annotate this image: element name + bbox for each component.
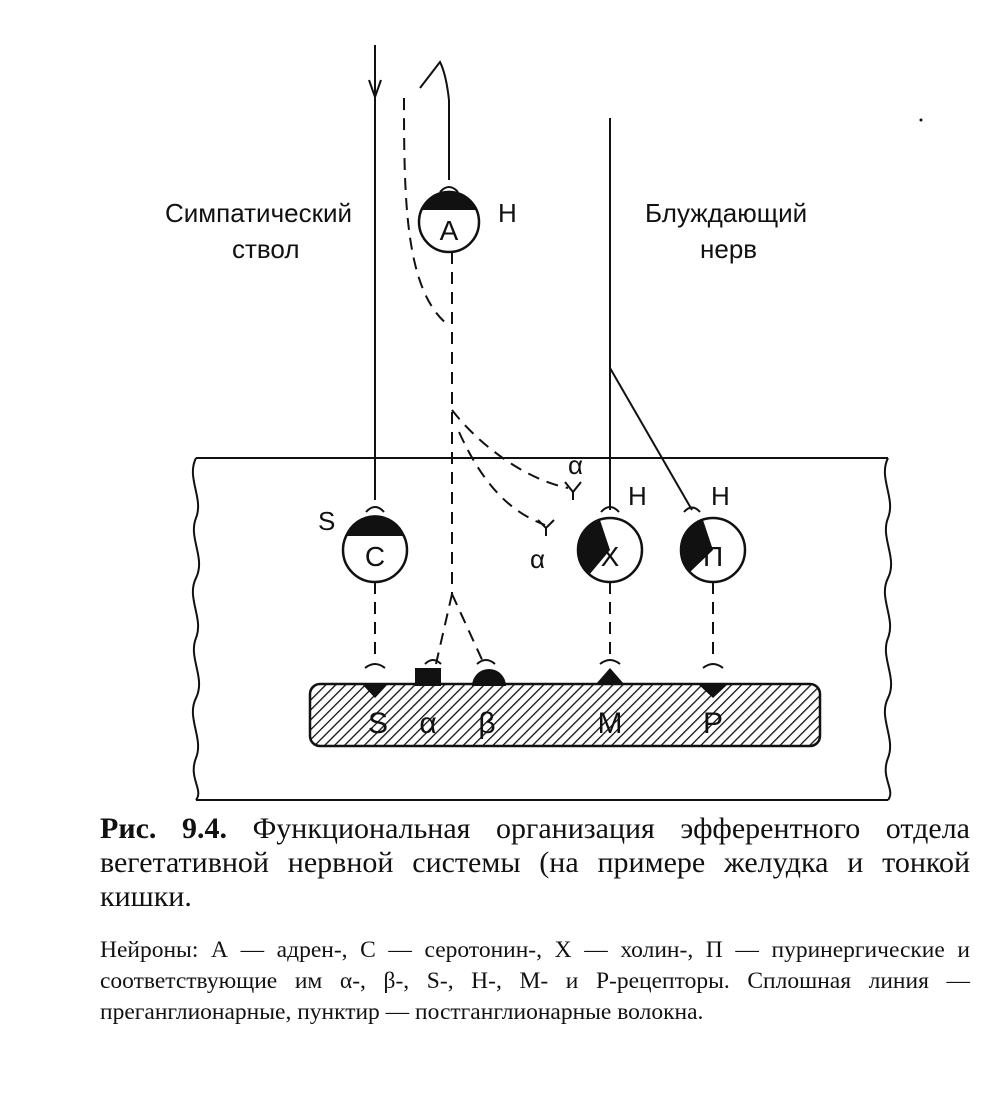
synapse-c [365,506,385,513]
vagus-label-line2: нерв [700,234,757,264]
vagus-branch-to-p [609,367,693,511]
neuron-p-letter: П [703,541,723,572]
figure-number: Рис. 9.4. [100,812,227,845]
neuron-p-receptor-label: Н [711,481,730,511]
neuron-a-receptor-label: Н [498,198,517,228]
fiber-a-branch-left [435,593,453,665]
effector-receptor-beta: β [478,707,495,740]
synapse-a [439,186,459,193]
effector-receptor-p: P [703,707,723,740]
figure-caption: Рис. 9.4. Функциональная организация эфф… [100,812,970,914]
receptor-m-mark [596,668,624,684]
neuron-p-receptor-cap [681,520,713,572]
effector-receptor-alpha: α [419,707,436,740]
junction-x [599,659,621,665]
effector-receptor-s: S [368,707,388,740]
figure-legend: Нейроны: А — адрен-, С — серотонин-, Х —… [100,937,970,1025]
vagus-fibers [609,118,693,511]
junction-c [364,663,386,669]
neuron-x-receptor-label: Н [628,481,647,511]
synapse-p [683,506,701,513]
efferent-diagram: Симпатический ствол Блуждающий нерв А Н … [165,45,923,801]
junction-alpha [424,659,442,665]
neuron-a-receptor-cap [421,190,477,210]
sympathetic-trunk-label-line1: Симпатический [165,198,352,228]
intestine-wall [191,457,893,801]
serotonergic-neuron [341,506,409,584]
neuron-a-letter: А [440,215,459,246]
cholinergic-neuron [576,506,644,584]
neuromuscular-junctions [362,659,728,698]
receptor-s-mark [362,684,388,698]
vagus-label-line1: Блуждающий [645,198,807,228]
purinergic-neuron [679,506,747,584]
speck [919,118,923,122]
receptor-p-mark [698,684,728,698]
wall-left-edge [191,457,201,801]
effector-receptor-m: M [598,707,623,740]
alpha-label-upper: α [568,450,583,480]
afferent-hook [419,60,450,101]
smooth-muscle-bar [308,682,822,748]
neuron-c-receptor-cap [345,515,405,536]
synapse-x [600,506,620,513]
wall-right-edge [883,457,893,801]
figure-caption-text: Функциональная организация эфферентного … [100,812,970,913]
alpha-terminal-upper [564,481,582,500]
neuron-x-letter: Х [601,541,620,572]
postganglionic-fibers [374,582,714,660]
fiber-a-branch-upper [451,409,569,489]
adrenergic-fibers [435,252,569,665]
junction-beta [476,659,496,665]
alpha-label-lower: α [530,544,545,574]
alpha-terminals [537,481,582,536]
neuron-c-letter: С [365,541,385,572]
arrow-down-icon [368,79,382,101]
sympathetic-trunk-fibers [368,45,450,500]
fiber-a-branch-right [451,593,485,665]
adrenergic-neuron [417,190,481,254]
receptor-beta-mark [472,669,506,686]
sympathetic-trunk-label-line2: ствол [232,234,300,264]
neuron-x-receptor-cap [577,520,610,575]
junction-p [702,663,724,669]
neuron-c-receptor-label: S [318,506,335,536]
fiber-a-branch-lower [458,431,546,526]
receptor-alpha-mark [415,668,441,686]
alpha-terminal-lower [537,519,555,536]
